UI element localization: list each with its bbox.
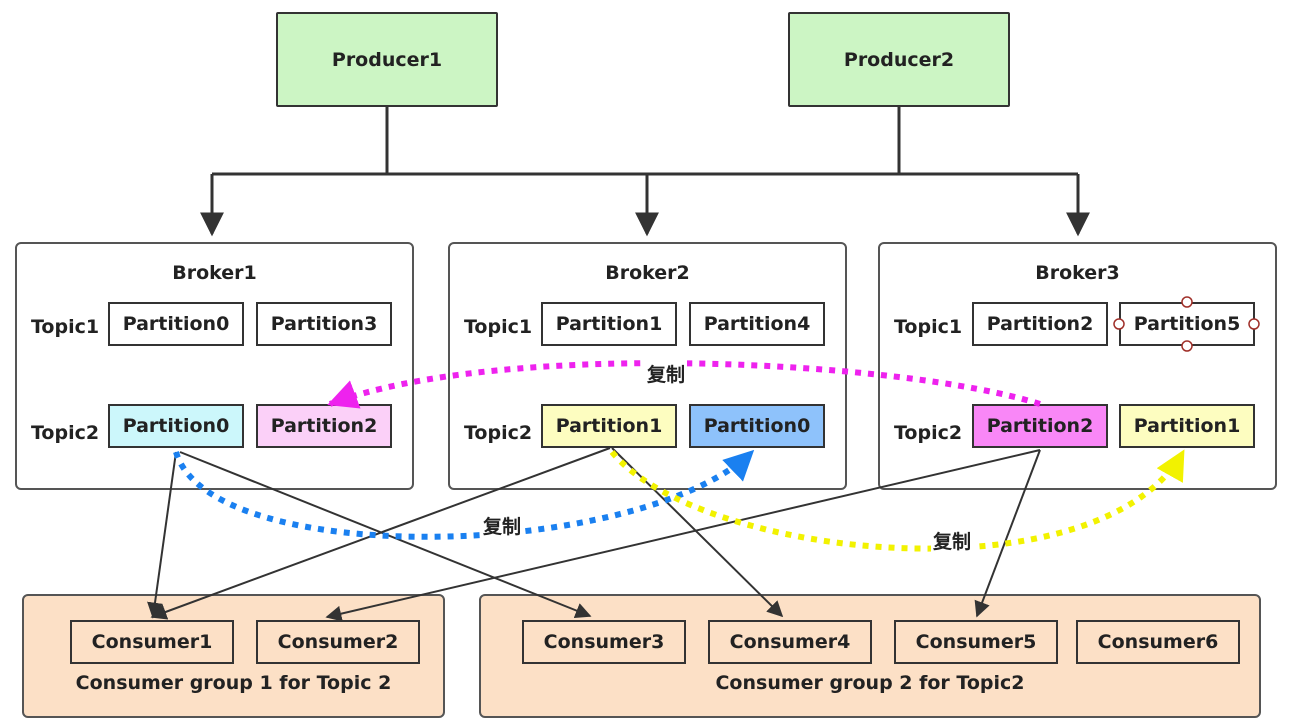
consumer2-box: Consumer2 (256, 620, 420, 664)
partition-label: Partition2 (986, 313, 1094, 335)
partition-label: Partition1 (555, 313, 663, 335)
producer1-label: Producer1 (331, 48, 443, 71)
broker3-topic2-partition1: Partition1 (1119, 404, 1255, 448)
consumer-label: Consumer6 (1097, 631, 1219, 653)
consumer-label: Consumer4 (729, 631, 851, 653)
replica-label-magenta: 复制 (645, 360, 688, 387)
partition-label: Partition0 (703, 415, 811, 437)
partition-label: Partition2 (986, 415, 1094, 437)
broker3-topic2-label: Topic2 (894, 422, 963, 444)
partition-label: Partition0 (122, 415, 230, 437)
broker1-topic2-partition2: Partition2 (256, 404, 392, 448)
consumer1-box: Consumer1 (70, 620, 234, 664)
broker1-topic1-partition3: Partition3 (256, 302, 392, 346)
partition-label: Partition4 (703, 313, 811, 335)
broker1-title: Broker1 (172, 262, 257, 284)
selection-handles (1113, 296, 1260, 352)
partition-label: Partition2 (270, 415, 378, 437)
broker3-topic1-label: Topic1 (894, 316, 963, 338)
replica-label-yellow: 复制 (931, 527, 974, 554)
consumer-group-1-label: Consumer group 1 for Topic 2 (75, 672, 392, 694)
consumer-label: Consumer5 (915, 631, 1037, 653)
broker1-topic1-label: Topic1 (31, 316, 100, 338)
broker2-topic2-partition1: Partition1 (541, 404, 677, 448)
producer1-box: Producer1 (276, 12, 498, 107)
producer-bus (200, 107, 1090, 237)
partition-label: Partition5 (1133, 313, 1241, 335)
broker3-topic2-partition2: Partition2 (972, 404, 1108, 448)
consumer-label: Consumer1 (91, 631, 213, 653)
producer2-box: Producer2 (788, 12, 1010, 107)
broker2-topic2-label: Topic2 (464, 422, 533, 444)
broker3-topic1-partition2: Partition2 (972, 302, 1108, 346)
consumer6-box: Consumer6 (1076, 620, 1240, 664)
broker1-topic2-label: Topic2 (31, 422, 100, 444)
broker3-box: Broker3 Topic1 Topic2 (878, 242, 1277, 490)
partition-label: Partition1 (555, 415, 663, 437)
broker2-topic1-label: Topic1 (464, 316, 533, 338)
broker1-box: Broker1 Topic1 Topic2 (15, 242, 414, 490)
consumer-links (147, 447, 1041, 622)
consumer3-box: Consumer3 (522, 620, 686, 664)
broker2-topic1-partition4: Partition4 (689, 302, 825, 346)
broker1-topic1-partition0: Partition0 (108, 302, 244, 346)
consumer-label: Consumer2 (277, 631, 399, 653)
consumer-label: Consumer3 (543, 631, 665, 653)
replica-arc-magenta (327, 360, 1041, 409)
broker2-topic2-partition0: Partition0 (689, 404, 825, 448)
consumer-group-2-label: Consumer group 2 for Topic2 (715, 672, 1025, 694)
broker2-topic1-partition1: Partition1 (541, 302, 677, 346)
partition-label: Partition0 (122, 313, 230, 335)
consumer4-box: Consumer4 (708, 620, 872, 664)
broker1-topic2-partition0: Partition0 (108, 404, 244, 448)
partition-label: Partition1 (1133, 415, 1241, 437)
replica-label-blue: 复制 (481, 512, 524, 539)
partition-label: Partition3 (270, 313, 378, 335)
replica-arc-blue (173, 449, 755, 540)
consumer5-box: Consumer5 (894, 620, 1058, 664)
replica-arc-yellow (609, 449, 1186, 552)
broker3-title: Broker3 (1035, 262, 1120, 284)
broker2-title: Broker2 (605, 262, 690, 284)
producer2-label: Producer2 (843, 48, 955, 71)
